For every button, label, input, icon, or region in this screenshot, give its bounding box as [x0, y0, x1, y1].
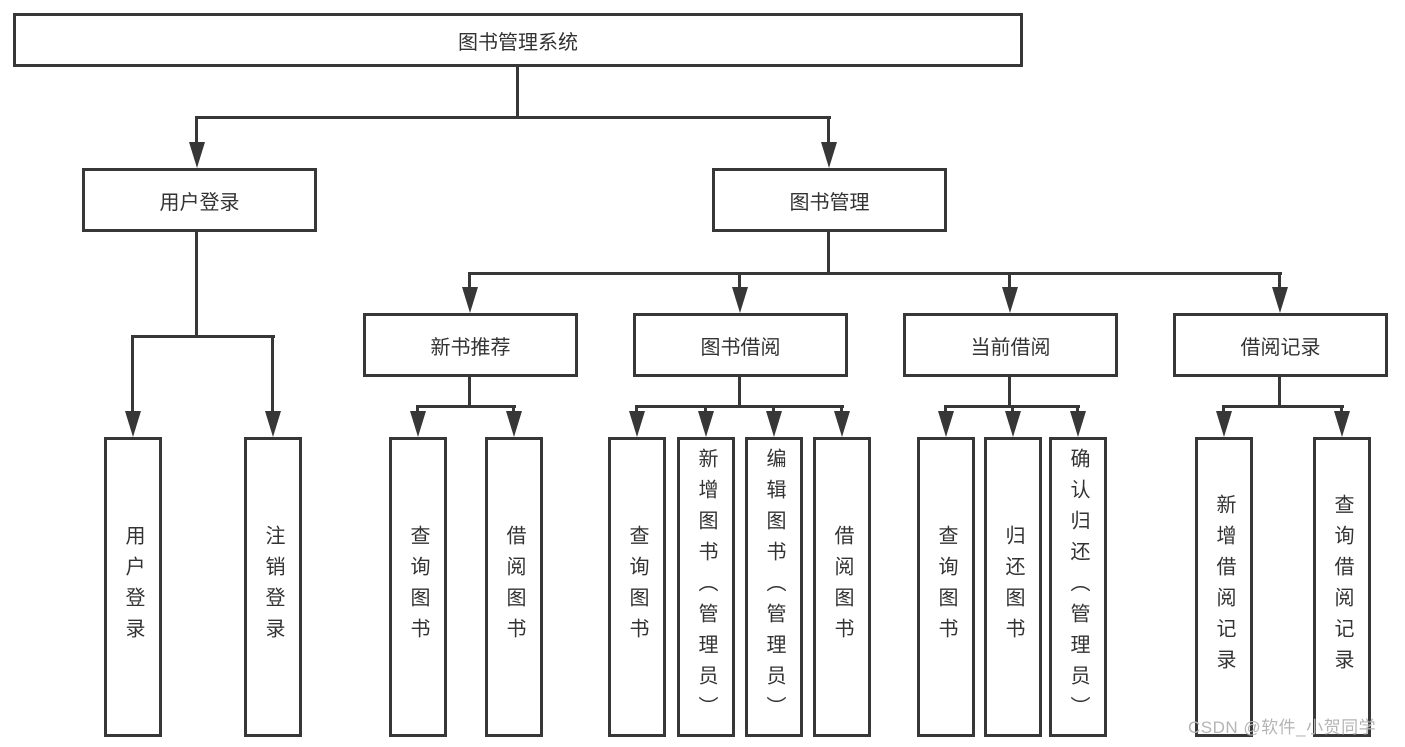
leaf-return-book-label: 归还图书 [1002, 525, 1024, 649]
arrowhead-down-icon [265, 411, 281, 437]
node-user-login: 用户登录 [82, 168, 317, 232]
leaf-return-book: 归还图书 [984, 437, 1042, 737]
node-book-management: 图书管理 [712, 168, 947, 232]
leaf-query-borrow-record: 查询借阅记录 [1313, 437, 1371, 737]
leaf-borrow-book-2-label: 借阅图书 [831, 525, 853, 649]
leaf-edit-book-admin-label: 编辑图书（管理员） [763, 447, 785, 727]
arrowhead-down-icon [410, 411, 426, 437]
connector-stem [1278, 377, 1281, 406]
leaf-add-book-admin: 新增图书（管理员） [677, 437, 735, 737]
arrowhead-down-icon [1002, 287, 1018, 313]
leaf-query-book-1-label: 查询图书 [407, 525, 429, 649]
node-root: 图书管理系统 [13, 13, 1023, 67]
node-current-borrow: 当前借阅 [903, 313, 1118, 377]
arrowhead-down-icon [732, 287, 748, 313]
leaf-borrow-book-1: 借阅图书 [485, 437, 543, 737]
arrowhead-down-icon [766, 411, 782, 437]
leaf-logout-label: 注销登录 [262, 525, 284, 649]
arrowhead-down-icon [1070, 411, 1086, 437]
leaf-confirm-return-admin: 确认归还（管理员） [1049, 437, 1107, 737]
arrowhead-down-icon [938, 411, 954, 437]
connector-hline [635, 405, 844, 408]
connector-drop [827, 117, 830, 160]
arrowhead-down-icon [462, 287, 478, 313]
node-book-borrow: 图书借阅 [633, 313, 848, 377]
leaf-borrow-book-2: 借阅图书 [813, 437, 871, 737]
leaf-confirm-return-admin-label: 确认归还（管理员） [1067, 447, 1089, 727]
connector-stem [195, 232, 198, 336]
leaf-user-login: 用户登录 [104, 437, 162, 737]
connector-drop [271, 336, 274, 429]
arrowhead-down-icon [821, 142, 837, 168]
leaf-query-book-3-label: 查询图书 [935, 525, 957, 649]
leaf-logout: 注销登录 [244, 437, 302, 737]
connector-drop [195, 117, 198, 160]
watermark: CSDN @软件_小贺同学 [1188, 718, 1377, 737]
arrowhead-down-icon [698, 411, 714, 437]
leaf-query-borrow-record-label: 查询借阅记录 [1331, 494, 1353, 680]
node-borrow-record: 借阅记录 [1173, 313, 1388, 377]
leaf-query-book-2: 查询图书 [608, 437, 666, 737]
arrowhead-down-icon [834, 411, 850, 437]
connector-hline [1222, 405, 1344, 408]
leaf-query-book-1: 查询图书 [389, 437, 447, 737]
connector-drop [131, 336, 134, 429]
leaf-query-book-2-label: 查询图书 [626, 525, 648, 649]
arrowhead-down-icon [1216, 411, 1232, 437]
arrowhead-down-icon [1005, 411, 1021, 437]
arrowhead-down-icon [506, 411, 522, 437]
connector-stem [738, 377, 741, 406]
leaf-add-borrow-record-label: 新增借阅记录 [1213, 494, 1235, 680]
leaf-edit-book-admin: 编辑图书（管理员） [745, 437, 803, 737]
connector-hline [195, 116, 831, 119]
connector-stem [516, 67, 519, 117]
connector-stem [468, 377, 471, 406]
connector-hline [416, 405, 516, 408]
leaf-user-login-label: 用户登录 [122, 525, 144, 649]
connector-stem [827, 232, 830, 273]
leaf-borrow-book-1-label: 借阅图书 [503, 525, 525, 649]
arrowhead-down-icon [189, 142, 205, 168]
arrowhead-down-icon [1272, 287, 1288, 313]
arrowhead-down-icon [125, 411, 141, 437]
node-current-borrow-label: 当前借阅 [970, 336, 1051, 359]
connector-stem [1008, 377, 1011, 406]
node-book-management-label: 图书管理 [789, 191, 870, 214]
leaf-query-book-3: 查询图书 [917, 437, 975, 737]
arrowhead-down-icon [1334, 411, 1350, 437]
connector-hline [468, 272, 1282, 275]
node-book-borrow-label: 图书借阅 [700, 336, 781, 359]
node-root-label: 图书管理系统 [458, 31, 578, 54]
node-new-book-recommend: 新书推荐 [363, 313, 578, 377]
leaf-add-book-admin-label: 新增图书（管理员） [695, 447, 717, 727]
node-new-book-recommend-label: 新书推荐 [430, 336, 511, 359]
arrowhead-down-icon [629, 411, 645, 437]
leaf-add-borrow-record: 新增借阅记录 [1195, 437, 1253, 737]
node-user-login-label: 用户登录 [159, 191, 240, 214]
connector-hline [131, 335, 275, 338]
node-borrow-record-label: 借阅记录 [1240, 336, 1321, 359]
